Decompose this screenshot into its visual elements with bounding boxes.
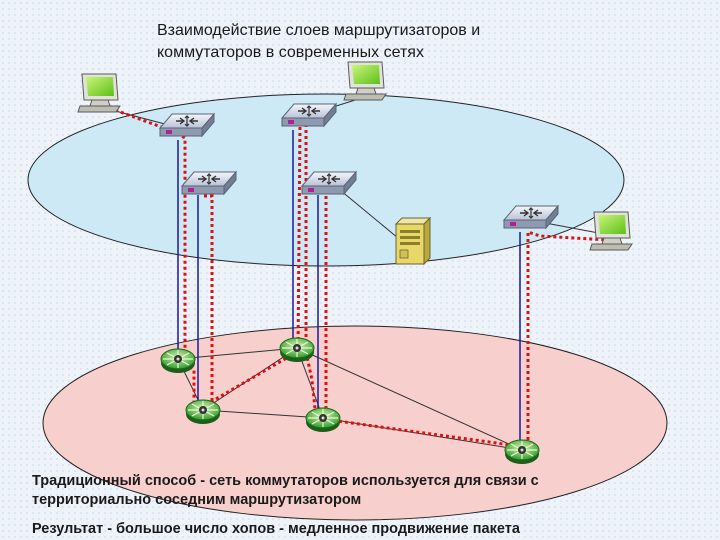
uplinks [177, 130, 521, 450]
caption-line-1: Традиционный способ - сеть коммутаторов … [32, 473, 539, 489]
title-line-1: Взаимодействие слоев маршрутизаторов и [157, 22, 481, 39]
traditional-method-caption: Традиционный способ - сеть коммутаторов … [32, 472, 712, 510]
title-line-2: коммутаторов в современных сетях [157, 44, 424, 61]
result-caption: Результат - большое число хопов - медлен… [32, 521, 520, 537]
router-icon [504, 439, 540, 465]
server-icon [394, 216, 432, 266]
monitor-icon [589, 211, 633, 251]
caption-line-2: территориально соседним маршрутизатором [32, 492, 362, 508]
monitor-icon [343, 61, 387, 101]
router-icon [185, 399, 221, 425]
router-icon [305, 407, 341, 433]
diagram-title: Взаимодействие слоев маршрутизаторов и к… [157, 20, 577, 64]
router-icon [279, 337, 315, 363]
router-icon [160, 348, 196, 374]
monitor-icon [77, 73, 121, 113]
